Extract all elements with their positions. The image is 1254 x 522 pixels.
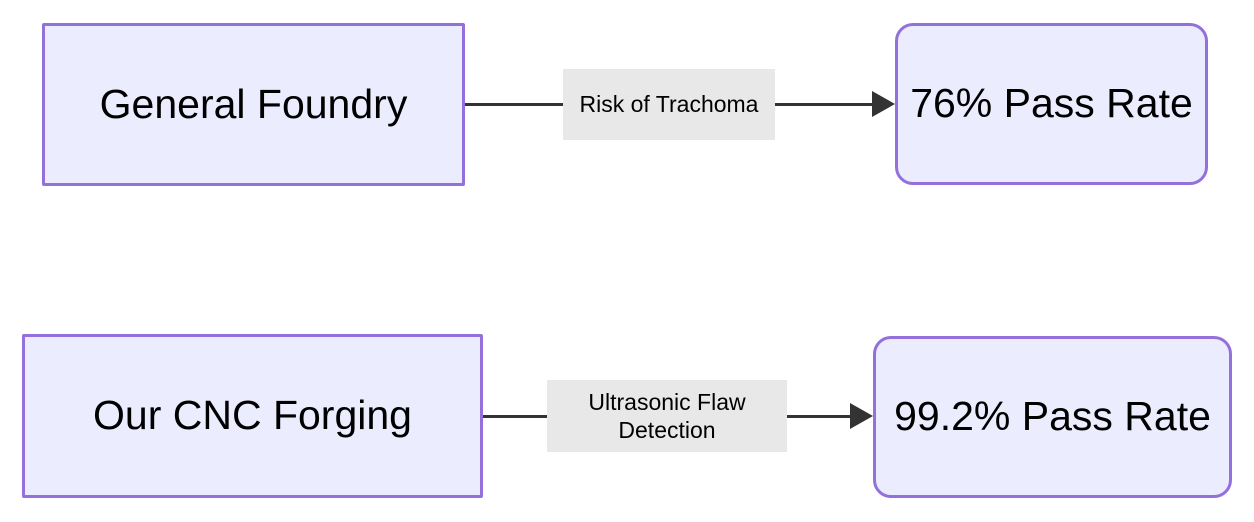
node-label-76-pass-rate: 76% Pass Rate	[910, 80, 1193, 127]
edge-line	[483, 414, 547, 418]
node-99-2-pass-rate: 99.2% Pass Rate	[873, 336, 1232, 498]
edge-ultrasonic-flaw-detection: Ultrasonic Flaw Detection	[483, 380, 873, 452]
node-our-cnc-forging: Our CNC Forging	[22, 334, 483, 498]
edge-line	[787, 414, 851, 418]
edge-label-ultrasonic-flaw-detection: Ultrasonic Flaw Detection	[547, 380, 787, 452]
edge-risk-of-trachoma: Risk of Trachoma	[465, 68, 896, 140]
arrowhead-icon	[872, 91, 896, 117]
node-label-99-2-pass-rate: 99.2% Pass Rate	[894, 393, 1211, 440]
node-label-general-foundry: General Foundry	[99, 80, 408, 127]
node-general-foundry: General Foundry	[42, 23, 465, 186]
node-label-our-cnc-forging: Our CNC Forging	[93, 392, 412, 439]
edge-line	[775, 102, 874, 106]
edge-line	[465, 102, 563, 106]
edge-label-risk-of-trachoma: Risk of Trachoma	[562, 68, 776, 140]
node-76-pass-rate: 76% Pass Rate	[895, 23, 1208, 185]
arrowhead-icon	[850, 403, 873, 429]
